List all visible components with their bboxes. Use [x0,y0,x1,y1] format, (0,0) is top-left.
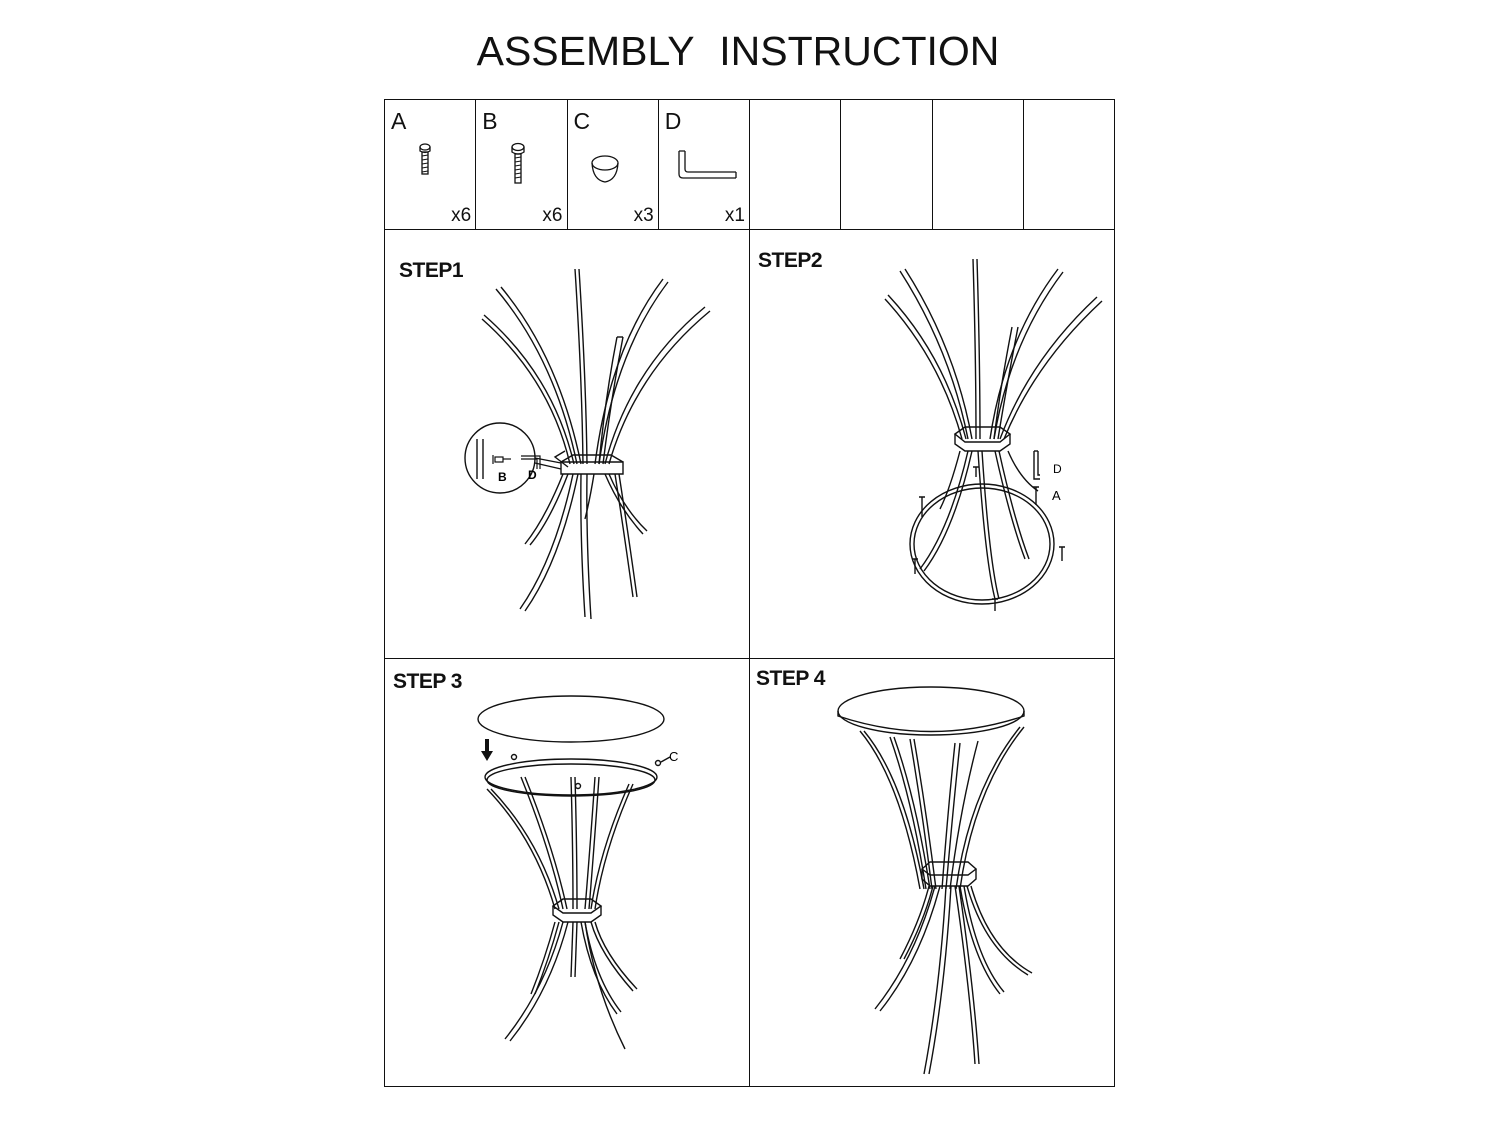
short-screw-icon [419,143,431,175]
part-empty [933,100,1024,229]
part-empty [750,100,842,229]
rubber-pad-icon [590,155,619,183]
part-letter: D [664,108,682,134]
allen-key-icon [678,150,737,179]
part-quantity: x6 [542,205,563,226]
part-d: D x1 [659,100,750,229]
part-a: A x6 [385,100,477,229]
step-4-illustration [837,686,1033,1075]
step-label: STEP 3 [393,670,462,693]
step-4-panel: STEP 4 [750,659,1114,1086]
step-1-panel: STEP1 [385,229,750,659]
part-letter: B [482,108,498,134]
callout-label-a: A [1052,488,1061,503]
part-empty [841,100,933,229]
callout-label-d: D [1053,462,1062,476]
part-empty [1024,100,1114,229]
part-letter: A [391,108,407,134]
callout-label-c: C [669,749,678,764]
part-letter: C [573,108,591,134]
step-3-panel: STEP 3 [385,659,750,1086]
step-3-illustration: C [477,695,678,1050]
part-quantity: x6 [451,205,472,226]
step-2-illustration: D A [884,258,1103,611]
part-c: C x3 [568,100,659,229]
instruction-sheet: A x6 B x6 C x3 [384,99,1115,1087]
long-screw-icon [511,142,525,184]
step-1-illustration: B D [464,268,711,620]
step-label: STEP2 [758,249,823,272]
step-label: STEP 4 [756,667,825,690]
step-2-panel: STEP2 [750,229,1114,659]
callout-label-d: D [528,468,537,482]
step-label: STEP1 [399,259,464,282]
parts-list: A x6 B x6 C x3 [385,100,1114,230]
part-quantity: x1 [724,205,745,226]
part-b: B x6 [476,100,568,229]
part-quantity: x3 [633,205,654,226]
page-title: ASSEMBLY INSTRUCTION [476,28,1000,74]
callout-label-b: B [498,470,507,484]
